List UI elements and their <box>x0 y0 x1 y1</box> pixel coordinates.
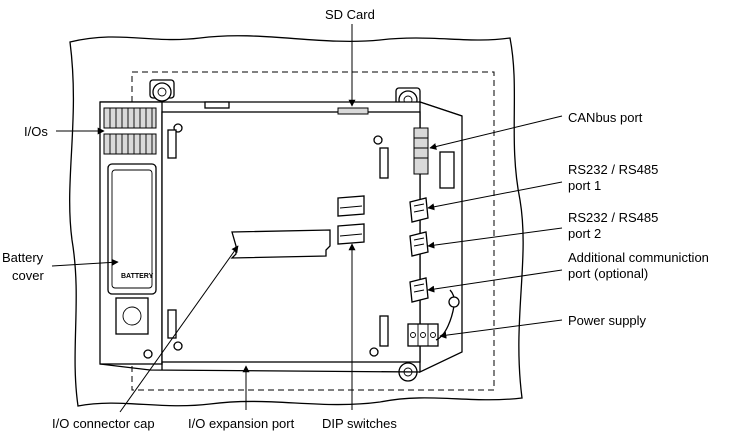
label-power-supply: Power supply <box>568 313 647 328</box>
rs-port-2 <box>409 231 429 257</box>
leader-battery-cover <box>51 258 119 267</box>
label-battery-cover-1: Battery <box>2 250 44 265</box>
io-terminals <box>103 107 157 155</box>
leader-canbus <box>429 115 563 150</box>
additional-port <box>409 277 429 303</box>
battery-cover: BATTERY <box>107 163 157 359</box>
label-additional-a: Additional communiction <box>568 250 709 265</box>
label-rs232-2-a: RS232 / RS485 <box>568 210 658 225</box>
dip-switches <box>337 195 365 245</box>
panel-outline <box>69 35 524 407</box>
canbus-connector <box>413 127 429 175</box>
label-rs232-1-a: RS232 / RS485 <box>568 162 658 177</box>
label-battery-cover-2: cover <box>12 268 44 283</box>
label-additional-b: port (optional) <box>568 266 648 281</box>
top-notch <box>204 101 230 109</box>
ground-screw <box>448 296 460 308</box>
screw-holes <box>173 123 383 357</box>
sd-card-slot <box>337 107 369 115</box>
label-rs232-2-b: port 2 <box>568 226 601 241</box>
label-ios: I/Os <box>24 124 48 139</box>
leader-power-supply <box>439 319 563 339</box>
label-rs232-1-b: port 1 <box>568 178 601 193</box>
battery-cover-text: BATTERY <box>121 273 154 280</box>
label-canbus-port: CANbus port <box>568 110 643 125</box>
leader-rs232-1 <box>427 181 563 211</box>
leader-io-connector-cap <box>119 245 239 413</box>
io-connector-cap <box>230 229 331 259</box>
power-connector <box>407 323 439 347</box>
label-dip-switches: DIP switches <box>322 416 397 431</box>
back-plate-slots <box>167 129 389 347</box>
top-left-clamp <box>149 79 175 102</box>
side-cutout <box>439 151 455 189</box>
leader-rs232-2 <box>427 227 563 249</box>
rs-port-1 <box>409 197 429 223</box>
label-io-connector-cap: I/O connector cap <box>52 416 155 431</box>
leader-additional <box>427 269 563 293</box>
label-sd-card: SD Card <box>325 7 375 22</box>
label-io-expansion-port: I/O expansion port <box>188 416 295 431</box>
